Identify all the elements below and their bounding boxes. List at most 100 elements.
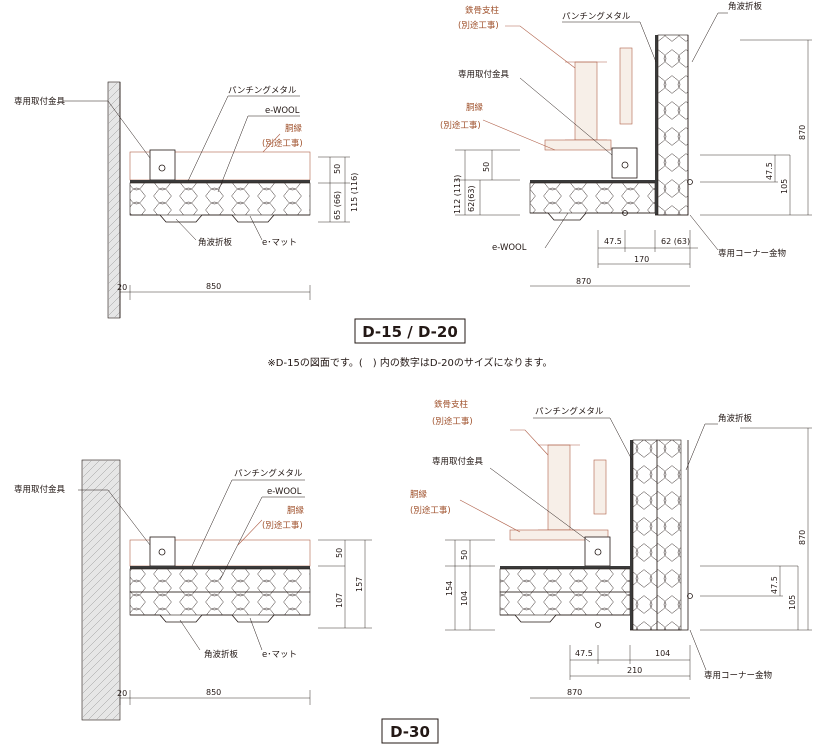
label-column-sub: (別途工事) [458,20,499,31]
label-ewool: e-WOOL [265,106,300,116]
label-punching: パンチングメタル [562,11,631,22]
label-trim-sub: (別途工事) [262,520,303,531]
label-bracket: 専用取付金具 [432,456,484,467]
dim-170: 170 [634,255,649,264]
punching-metal-plate [500,566,630,569]
label-ewool: e-WOOL [267,487,302,497]
label-corner: 専用コーナー金物 [718,248,787,259]
dim-65: 65 (66) [333,191,342,220]
dim-104-h: 104 [655,649,670,658]
punching-metal-plate [130,566,310,569]
dim-870-v: 870 [798,530,807,545]
dim-210: 210 [627,666,642,675]
column-flange [593,459,607,515]
dim-107: 107 [335,593,344,608]
punching-metal-plate [130,180,310,183]
ewool-layer [129,182,311,216]
vertical-ewool-layer-2 [656,439,682,631]
label-trim: 胴縁 [285,123,303,134]
steel-column [574,61,598,141]
corrugated-deck [130,614,310,623]
label-trim-sub: (別途工事) [262,138,303,149]
wall-hatch [108,82,120,318]
dim-870-h: 870 [567,688,582,697]
bolt-icon [158,164,166,172]
ewool-layer [529,182,656,214]
label-bracket: 専用取付金具 [14,484,66,495]
label-column-sub: (別途工事) [432,416,473,427]
label-trim: 胴縁 [287,505,305,516]
label-emat: e･マット [262,238,297,248]
vertical-punching-plate [630,440,633,630]
dim-870-v: 870 [798,125,807,140]
title-box-bottom [381,718,439,744]
dim-62-h: 62 (63) [661,237,690,246]
label-trim: 胴縁 [410,489,428,500]
screw-icon [687,593,693,599]
vertical-ewool-layer-1 [632,439,658,631]
label-emat: e･マット [262,650,297,660]
bottom-left-section: 50 107 157 20 850 専用取付金具 パンチングメタル e-WOOL… [14,459,372,721]
label-deck: 角波折板 [204,649,239,660]
corner-fitting [630,440,689,631]
top-left-section: 50 65 (66) 115 (116) 20 850 専用取付金具 パンチング… [14,81,359,319]
label-trim: 胴縁 [466,102,484,113]
screw-icon [595,622,601,628]
dim-870-h: 870 [576,277,591,286]
vertical-ewool-layer [657,34,689,216]
bolt-icon [594,548,602,556]
label-column: 鉄骨支柱 [465,5,500,16]
dim-50: 50 [333,164,342,174]
ewool-layer-2 [129,591,311,616]
mounting-bracket [611,147,638,179]
dim-50-v: 50 [482,162,491,172]
ewool-layer-1 [129,568,311,593]
wall-hatch [82,460,120,720]
ewool-layer-1 [499,568,631,593]
dim-112: 112 (113) [453,175,462,214]
title-top: D-15 / D-20 [362,323,458,341]
label-deck: 角波折板 [718,413,753,424]
corrugated-deck [500,614,630,623]
corrugated-deck [130,214,310,223]
trim-strip [509,529,609,541]
dim-47-5-v: 47.5 [765,162,774,180]
dim-62-v: 62(63) [467,185,476,212]
dim-50-v: 50 [460,550,469,560]
vertical-punching-plate [655,35,658,215]
dim-47-5-h: 47.5 [604,237,622,246]
screw-icon [687,179,693,185]
label-ewool: e-WOOL [492,243,527,253]
dim-157: 157 [355,577,364,592]
mounting-bracket [584,536,611,567]
corner-fitting [655,35,689,216]
dim-20: 20 [117,689,127,698]
label-corner: 専用コーナー金物 [704,670,773,681]
ewool-layer-2 [499,591,631,616]
dim-105-v: 105 [788,595,797,610]
label-punching: パンチングメタル [234,468,303,479]
dim-50: 50 [335,548,344,558]
screw-icon [622,210,628,216]
dim-115: 115 (116) [350,173,359,212]
steel-column [547,444,571,531]
dim-154: 154 [445,581,454,596]
label-deck: 角波折板 [728,1,763,12]
title-bottom: D-30 [390,723,430,741]
label-bracket: 専用取付金具 [458,69,510,80]
label-trim-sub: (別途工事) [410,505,451,516]
dim-47-5-v: 47.5 [770,576,779,594]
label-bracket: 専用取付金具 [14,96,66,107]
note-text: ※D-15の図面です。( ) 内の数字はD-20のサイズになります。 [267,356,552,369]
dim-850: 850 [206,688,221,697]
punching-metal-plate [530,180,655,183]
mounting-bracket [149,536,176,567]
label-trim-sub: (別途工事) [440,120,481,131]
dim-104-v: 104 [460,591,469,606]
title-box-top [354,318,466,344]
dim-850: 850 [206,282,221,291]
column-flange [619,47,633,125]
label-column: 鉄骨支柱 [434,399,469,410]
dim-105-v: 105 [780,179,789,194]
bolt-icon [158,548,166,556]
